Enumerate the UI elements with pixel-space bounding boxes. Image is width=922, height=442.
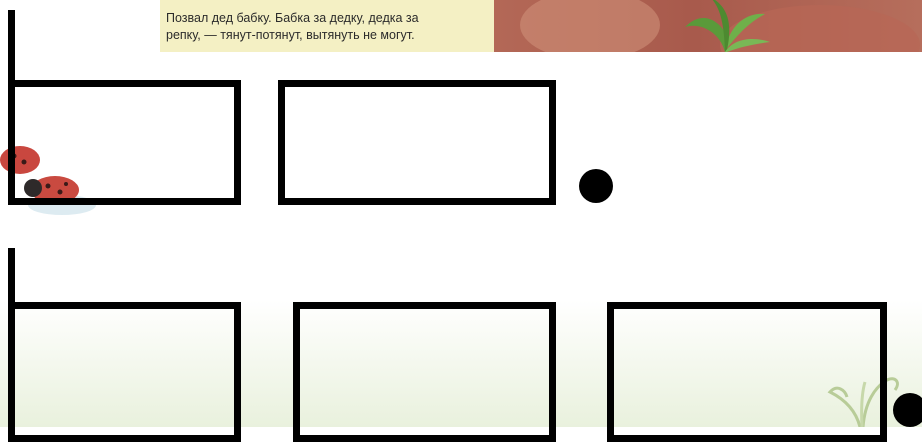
sentence-2-word-3-box[interactable] [607, 302, 887, 442]
caption-line-2: репку, — тянут-потянут, вытянуть не могу… [166, 27, 492, 44]
sentence-2-word-1-box[interactable] [8, 302, 241, 442]
sentence-2-period-dot [893, 393, 922, 427]
sentence-1-word-1-box[interactable] [8, 80, 241, 205]
sentence-1-word-2-box[interactable] [278, 80, 556, 205]
sentence-1-period-dot [579, 169, 613, 203]
illustration-strip: Позвал дед бабку. Бабка за дедку, дедка … [160, 0, 922, 52]
caption-box: Позвал дед бабку. Бабка за дедку, дедка … [160, 0, 494, 52]
caption-text: Позвал дед бабку. Бабка за дедку, дедка … [166, 10, 492, 44]
sentence-2-word-2-box[interactable] [293, 302, 556, 442]
leaves-icon [670, 0, 780, 52]
caption-line-1: Позвал дед бабку. Бабка за дедку, дедка … [166, 10, 492, 27]
